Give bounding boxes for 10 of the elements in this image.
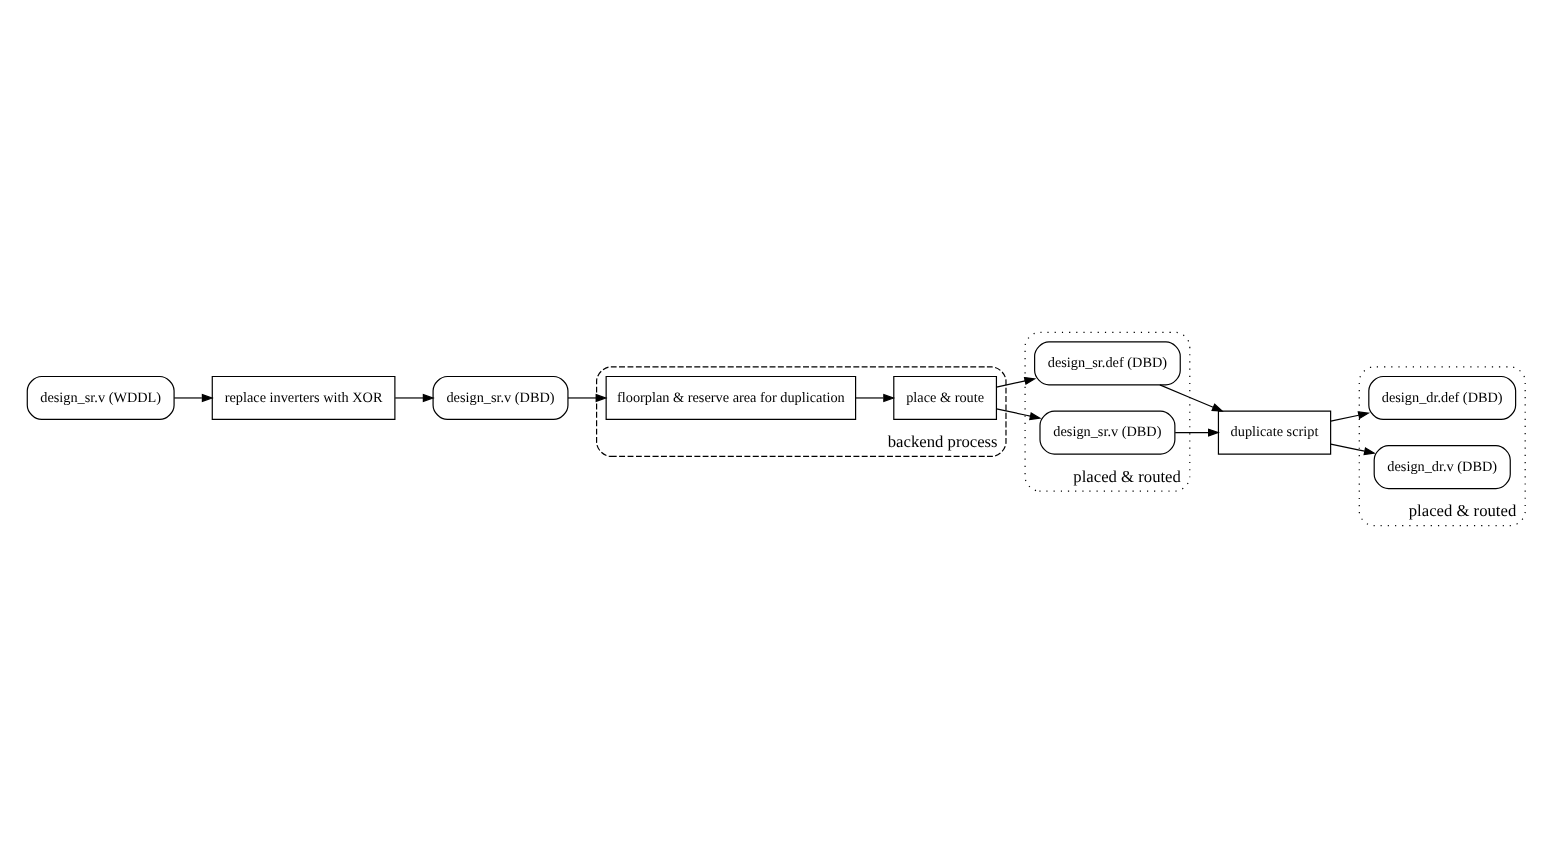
arrow [1159, 383, 1224, 411]
arrow [1330, 442, 1376, 455]
arrow [173, 392, 214, 402]
arrow [567, 392, 608, 402]
arrow [1330, 410, 1371, 421]
arrow [1174, 427, 1220, 436]
arrow [995, 407, 1042, 420]
arrow [394, 392, 435, 402]
arrow [855, 392, 896, 402]
arrow [995, 375, 1037, 387]
